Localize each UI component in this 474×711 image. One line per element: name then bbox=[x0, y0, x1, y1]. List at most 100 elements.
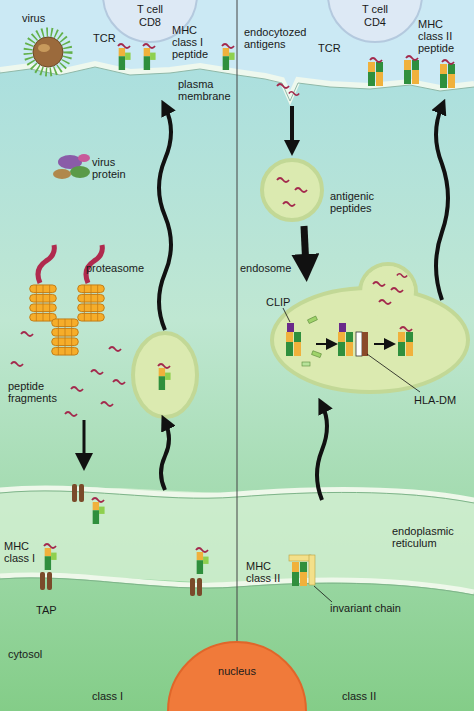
diagram-label: CLIP bbox=[266, 296, 296, 308]
hla-dm bbox=[356, 332, 362, 356]
pathway-arrow bbox=[159, 107, 171, 330]
endosome-bulge-fill bbox=[362, 266, 414, 318]
pathway-arrow bbox=[290, 106, 294, 148]
invariant-chain bbox=[309, 555, 315, 585]
mhc-class-i bbox=[223, 48, 235, 70]
tap-transporter bbox=[40, 572, 45, 590]
pathway-arrow bbox=[436, 106, 448, 300]
mhc-class-ii bbox=[338, 332, 353, 356]
virus-body bbox=[33, 37, 63, 67]
peptide bbox=[11, 362, 23, 366]
peptide bbox=[21, 332, 33, 336]
mhc-class-i bbox=[93, 502, 105, 524]
virus-protein bbox=[53, 169, 71, 179]
peptide bbox=[391, 288, 403, 292]
chain-fragment bbox=[308, 316, 318, 323]
virus-spikes bbox=[28, 32, 68, 72]
node-text: nucleus bbox=[197, 665, 277, 678]
peptide bbox=[370, 58, 382, 62]
mhc-class-ii bbox=[368, 62, 383, 86]
proteasome bbox=[78, 285, 105, 321]
peptide bbox=[113, 380, 125, 384]
tap-transporter bbox=[190, 578, 195, 596]
peptide bbox=[196, 548, 208, 552]
pathway-arrow bbox=[317, 405, 327, 500]
peptide bbox=[158, 364, 170, 368]
diagram-label: invariant chain bbox=[330, 602, 420, 614]
invariant-chain bbox=[289, 555, 311, 561]
peptide bbox=[277, 84, 289, 88]
tap-transporter bbox=[47, 572, 52, 590]
exchange-arrow bbox=[374, 343, 390, 345]
peptide bbox=[71, 387, 83, 391]
mhc-class-ii bbox=[404, 60, 419, 84]
peptide bbox=[44, 544, 56, 548]
diagram-label: TAP bbox=[36, 604, 66, 616]
transport-vesicle bbox=[133, 333, 197, 417]
diagram-label: proteasome bbox=[86, 262, 156, 274]
peptide bbox=[101, 402, 113, 406]
peptide bbox=[222, 44, 234, 48]
diagram-label: class II bbox=[342, 690, 402, 702]
diagram-label: MHC class I peptide bbox=[172, 24, 214, 60]
peptide bbox=[295, 188, 307, 192]
diagram-label: virus bbox=[22, 12, 62, 24]
mhc-class-i bbox=[45, 548, 57, 570]
diagram-label: MHC class II peptide bbox=[418, 18, 468, 54]
diagram-label: TCR bbox=[318, 42, 348, 54]
leader-line bbox=[283, 308, 290, 322]
diagram-label: antigenic peptides bbox=[330, 190, 390, 214]
tap-transporter bbox=[197, 578, 202, 596]
peptide bbox=[406, 56, 418, 60]
peptide bbox=[379, 300, 391, 304]
diagram-label: virus protein bbox=[92, 156, 137, 180]
mhc-class-ii bbox=[398, 332, 413, 356]
diagram-label: cytosol bbox=[8, 648, 58, 660]
peptide bbox=[143, 44, 155, 48]
diagram-label: peptide fragments bbox=[8, 380, 68, 404]
peptide bbox=[283, 202, 295, 206]
pathway-arrow bbox=[304, 226, 306, 268]
peptide bbox=[109, 347, 121, 351]
mhc-class-i bbox=[197, 552, 209, 574]
peptide bbox=[289, 92, 299, 95]
virus-protein bbox=[70, 166, 90, 178]
leader-line bbox=[314, 586, 332, 602]
peptide bbox=[397, 274, 407, 277]
leader-line bbox=[367, 354, 420, 392]
clip-peptide bbox=[339, 323, 346, 332]
node-text: T cell CD4 bbox=[355, 3, 395, 29]
mhc-class-i bbox=[159, 368, 171, 390]
tap-transporter bbox=[72, 484, 77, 502]
diagram-label: plasma membrane bbox=[178, 78, 233, 102]
diagram-label: MHC class II bbox=[246, 560, 288, 584]
proteasome bbox=[30, 285, 57, 321]
chain-fragment bbox=[302, 362, 310, 366]
diagram-label: class I bbox=[92, 690, 152, 702]
mhc-class-i bbox=[144, 48, 156, 70]
proteasome bbox=[52, 319, 79, 355]
peptide bbox=[400, 327, 412, 331]
virus-protein bbox=[78, 154, 90, 162]
mhc-class-ii bbox=[292, 562, 307, 586]
diagram-label: endoplasmic reticulum bbox=[392, 525, 472, 549]
diagram-label: MHC class I bbox=[4, 540, 44, 564]
mhc-class-i bbox=[119, 48, 131, 70]
node-text: T cell CD8 bbox=[130, 3, 170, 29]
protein-chain bbox=[38, 245, 54, 283]
diagram-label: endosome bbox=[240, 262, 300, 274]
tap-transporter bbox=[79, 484, 84, 502]
mhc-class-ii bbox=[286, 332, 301, 356]
exchange-arrow bbox=[316, 343, 332, 345]
peptide bbox=[92, 498, 104, 502]
diagram-label: TCR bbox=[93, 32, 123, 44]
diagram-label: endocytozed antigens bbox=[244, 26, 314, 50]
mhc-class-ii bbox=[440, 64, 455, 88]
peptide bbox=[65, 412, 77, 416]
peptide bbox=[91, 370, 103, 374]
peptide bbox=[277, 178, 289, 182]
hla-dm bbox=[362, 332, 368, 356]
